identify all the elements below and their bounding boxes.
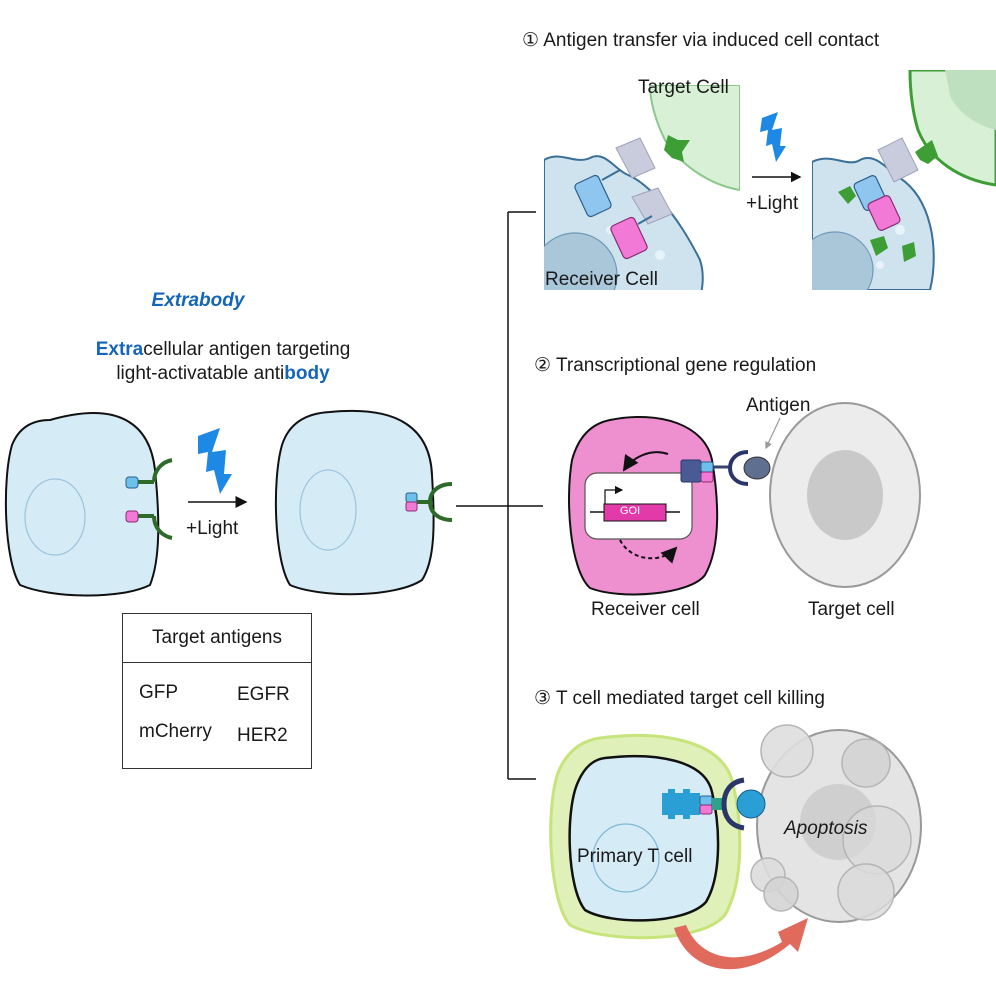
apoptosis-label: Apoptosis xyxy=(784,818,868,839)
antigen-item: GFP xyxy=(139,682,179,703)
subtitle-line1: cellular antigen targeting xyxy=(143,339,351,360)
target-cell-apoptosis xyxy=(750,724,922,923)
target-cell-grey xyxy=(769,402,921,588)
cell-before-light xyxy=(4,412,173,597)
antigen-item: EGFR xyxy=(237,684,290,705)
t-cell xyxy=(549,733,766,940)
panel1-after xyxy=(812,70,996,290)
cell-after-light xyxy=(274,409,453,596)
subtitle-extra: Extra xyxy=(95,339,144,360)
panel2-target-label: Target cell xyxy=(808,599,895,620)
antigen-item: HER2 xyxy=(237,725,288,746)
extrabody-title: Extrabody xyxy=(151,290,245,311)
tcell-label: Primary T cell xyxy=(577,846,693,867)
kill-arrow xyxy=(674,918,808,970)
panel2-antigen-label: Antigen xyxy=(746,395,811,416)
panel1-receiver-label: Receiver Cell xyxy=(545,269,658,290)
bracket-connector xyxy=(456,211,543,780)
panel3-heading: ③ T cell mediated target cell killing xyxy=(534,688,825,709)
target-antigens-table: Target antigens GFP EGFR mCherry HER2 xyxy=(122,613,312,769)
panel2-heading: ② Transcriptional gene regulation xyxy=(534,355,817,376)
panel1-heading: ① Antigen transfer via induced cell cont… xyxy=(522,30,880,51)
curved-arrow-icon xyxy=(622,451,669,472)
subtitle-line2: light-activatable anti xyxy=(116,363,285,384)
panel1-target-label: Target Cell xyxy=(638,77,729,98)
lightning-icon-panel1 xyxy=(760,112,786,162)
receiver-cell-magenta xyxy=(568,416,730,596)
antigen-binding xyxy=(727,417,781,486)
panel1-before xyxy=(544,85,740,290)
antigen-item: mCherry xyxy=(139,721,212,742)
subtitle-body: body xyxy=(284,363,330,384)
light-label-left: +Light xyxy=(186,518,239,539)
lightning-icon xyxy=(198,428,232,494)
extrabody-subtitle: Extracellular antigen targeting light-ac… xyxy=(0,338,446,386)
panel2-receiver-label: Receiver cell xyxy=(591,599,700,620)
target-antigens-header: Target antigens xyxy=(123,614,311,663)
goi-label: GOI xyxy=(620,505,641,517)
panel1-light-label: +Light xyxy=(746,193,799,214)
